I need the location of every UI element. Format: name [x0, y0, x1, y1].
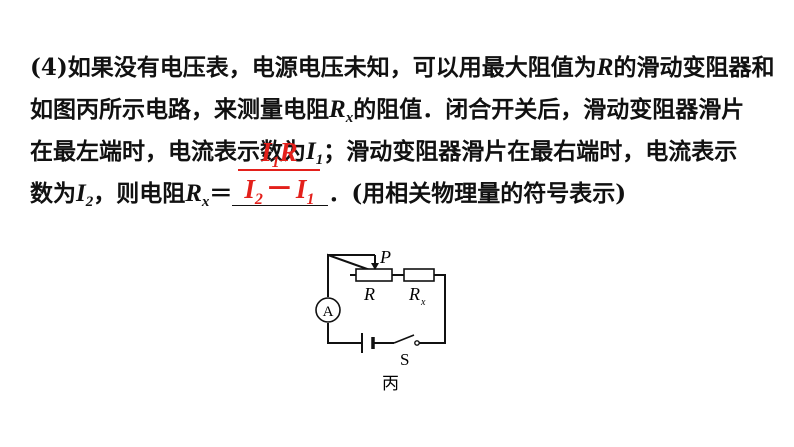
resistor-subscript: x	[420, 297, 426, 308]
wire-right	[418, 274, 446, 344]
symbol-I: I	[76, 180, 86, 207]
subscript-1: 1	[315, 152, 324, 168]
ammeter-label: A	[323, 304, 334, 320]
symbol-I: I	[306, 138, 316, 165]
resistor-rx-body	[403, 268, 435, 282]
text-segment: ；滑动变阻器滑片在最右端时，电流表示	[323, 138, 738, 165]
switch-lever	[393, 334, 415, 344]
subscript-x: x	[201, 194, 210, 210]
equals-sign: ＝	[209, 180, 233, 207]
blank-underline	[232, 205, 329, 206]
circuit-diagram: A P R R x S 丙	[315, 247, 446, 393]
subscript-x: x	[345, 110, 354, 126]
resistor-label: R	[408, 284, 420, 304]
ammeter-symbol	[315, 297, 341, 323]
slider-label: P	[379, 247, 391, 267]
subscript-1: 1	[306, 191, 315, 208]
text-segment: 如图丙所示电路，来测量电阻	[30, 96, 329, 123]
question-line-1: (4)如果没有电压表，电源电压未知，可以用最大阻值为R的滑动变阻器和	[30, 47, 774, 89]
symbol-I: I	[295, 174, 307, 204]
symbol-I: I	[244, 174, 255, 204]
text-segment: 数为	[30, 180, 76, 207]
symbol-R: R	[596, 54, 614, 81]
subscript-2: 2	[85, 194, 94, 210]
question-line-4: 数为I2，则电阻Rx＝ I1R I2－I1 ．(用相关物理量的符号表示)	[30, 137, 770, 215]
question-line-2: 如图丙所示电路，来测量电阻Rx的阻值．闭合开关后，滑动变阻器滑片	[30, 89, 770, 131]
text-segment: (4)如果没有电压表，电源电压未知，可以用最大阻值为	[30, 54, 597, 81]
text-segment: 的阻值．闭合开关后，滑动变阻器滑片	[353, 96, 745, 123]
rheostat-body	[355, 268, 393, 282]
switch-label: S	[400, 350, 409, 369]
fraction-bar	[238, 169, 321, 171]
slider-arrow-head	[371, 263, 379, 270]
wire-left-bottom	[327, 323, 362, 344]
symbol-R: R	[185, 180, 202, 207]
symbol-I: I	[261, 137, 272, 167]
subscript-2: 2	[254, 191, 263, 208]
minus-sign: －	[265, 174, 293, 204]
text-segment: ．(用相关物理量的符号表示)	[328, 180, 627, 207]
figure-caption: 丙	[382, 374, 399, 393]
answer-blank[interactable]: I1R I2－I1	[232, 137, 329, 215]
fraction-denominator: I2－I1	[238, 174, 320, 215]
fraction-numerator: I1R	[238, 137, 320, 171]
question-line-3: 在最左端时，电流表示数为I1；滑动变阻器滑片在最右端时，电流表示	[30, 131, 770, 173]
symbol-R: R	[329, 96, 346, 123]
symbol-R: R	[279, 137, 298, 167]
question-text: (4)如果没有电压表，电源电压未知，可以用最大阻值为R的滑动变阻器和 如图丙所示…	[30, 47, 774, 215]
subscript-1: 1	[271, 154, 280, 171]
text-segment: 在最左端时，电流表示数为	[30, 138, 306, 165]
rheostat-label: R	[363, 284, 375, 304]
text-segment: ，则电阻	[93, 180, 186, 207]
switch-contact	[414, 340, 420, 346]
text-segment: 的滑动变阻器和	[613, 54, 775, 81]
answer-fraction: I1R I2－I1	[238, 137, 321, 215]
